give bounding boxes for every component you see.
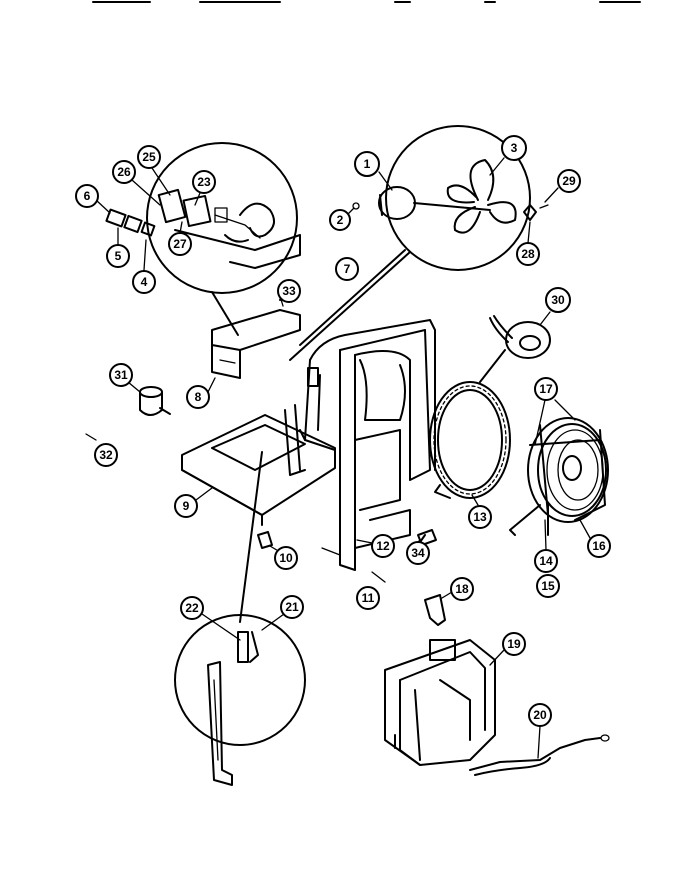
callout-18: 18 <box>441 577 474 601</box>
callout-5: 5 <box>106 227 130 268</box>
svg-text:34: 34 <box>411 546 425 560</box>
capacitor <box>85 386 171 441</box>
callout-1: 1 <box>354 151 393 191</box>
svg-text:16: 16 <box>592 539 606 553</box>
motor-fan-detail <box>289 125 549 361</box>
callout-22: 22 <box>180 596 241 641</box>
svg-text:32: 32 <box>99 448 113 462</box>
svg-text:26: 26 <box>117 165 131 179</box>
callout-19: 19 <box>489 632 526 666</box>
svg-text:18: 18 <box>455 582 469 596</box>
svg-text:2: 2 <box>337 213 344 227</box>
svg-text:9: 9 <box>183 499 190 513</box>
callout-10: 10 <box>269 545 298 570</box>
callout-15: 15 <box>536 574 560 598</box>
callout-labels: 1 2 3 4 5 6 7 8 9 10 11 12 13 14 15 16 1… <box>75 135 611 759</box>
svg-text:22: 22 <box>185 601 199 615</box>
callout-28: 28 <box>516 221 540 266</box>
callout-9: 9 <box>174 487 213 518</box>
water-reservoir <box>384 639 496 766</box>
callout-11: 11 <box>356 586 380 610</box>
callout-23: 23 <box>192 170 216 206</box>
callout-31: 31 <box>109 363 141 393</box>
svg-text:13: 13 <box>473 510 487 524</box>
svg-text:15: 15 <box>541 579 555 593</box>
svg-text:29: 29 <box>562 174 576 188</box>
callout-27: 27 <box>168 221 192 256</box>
svg-text:12: 12 <box>376 539 390 553</box>
fan-guard <box>509 417 609 536</box>
callout-32: 32 <box>94 443 118 467</box>
callout-16: 16 <box>579 519 611 558</box>
callout-17: 17 <box>534 377 576 446</box>
svg-text:20: 20 <box>533 708 547 722</box>
callout-4: 4 <box>132 239 156 294</box>
svg-text:21: 21 <box>285 600 299 614</box>
svg-text:31: 31 <box>114 368 128 382</box>
blower-housing <box>299 319 436 571</box>
callout-14: 14 <box>534 519 558 573</box>
callout-21: 21 <box>261 595 304 631</box>
thermostat-detail <box>489 315 551 359</box>
callout-25: 25 <box>137 145 171 196</box>
control-knob <box>424 594 446 626</box>
bracket-detail-circle <box>174 614 306 786</box>
power-cord <box>469 734 610 776</box>
svg-text:8: 8 <box>195 390 202 404</box>
svg-text:17: 17 <box>539 382 553 396</box>
callout-33: 33 <box>277 279 301 307</box>
callout-8: 8 <box>186 377 216 409</box>
callout-13: 13 <box>468 494 492 529</box>
svg-text:5: 5 <box>115 249 122 263</box>
svg-text:28: 28 <box>521 247 535 261</box>
svg-text:4: 4 <box>141 275 148 289</box>
mounting-bracket <box>211 289 301 379</box>
callout-34: 34 <box>406 539 430 565</box>
svg-text:23: 23 <box>197 175 211 189</box>
base-plate <box>181 404 336 623</box>
svg-text:3: 3 <box>511 141 518 155</box>
svg-text:10: 10 <box>279 551 293 565</box>
svg-text:14: 14 <box>539 554 553 568</box>
callout-7: 7 <box>335 257 359 281</box>
svg-text:6: 6 <box>84 189 91 203</box>
svg-text:1: 1 <box>364 157 371 171</box>
svg-text:7: 7 <box>344 262 351 276</box>
svg-text:19: 19 <box>507 637 521 651</box>
callout-12: 12 <box>356 534 395 558</box>
callout-29: 29 <box>544 169 581 203</box>
callout-30: 30 <box>539 287 571 326</box>
svg-text:33: 33 <box>282 284 296 298</box>
callout-26: 26 <box>112 160 161 206</box>
callout-2: 2 <box>329 207 355 231</box>
heating-coil <box>429 349 511 499</box>
svg-text:30: 30 <box>551 293 565 307</box>
callout-20: 20 <box>528 703 552 759</box>
svg-text:25: 25 <box>142 150 156 164</box>
svg-text:27: 27 <box>173 237 187 251</box>
svg-text:11: 11 <box>362 591 375 605</box>
callout-3: 3 <box>489 135 527 176</box>
callout-6: 6 <box>75 184 111 214</box>
